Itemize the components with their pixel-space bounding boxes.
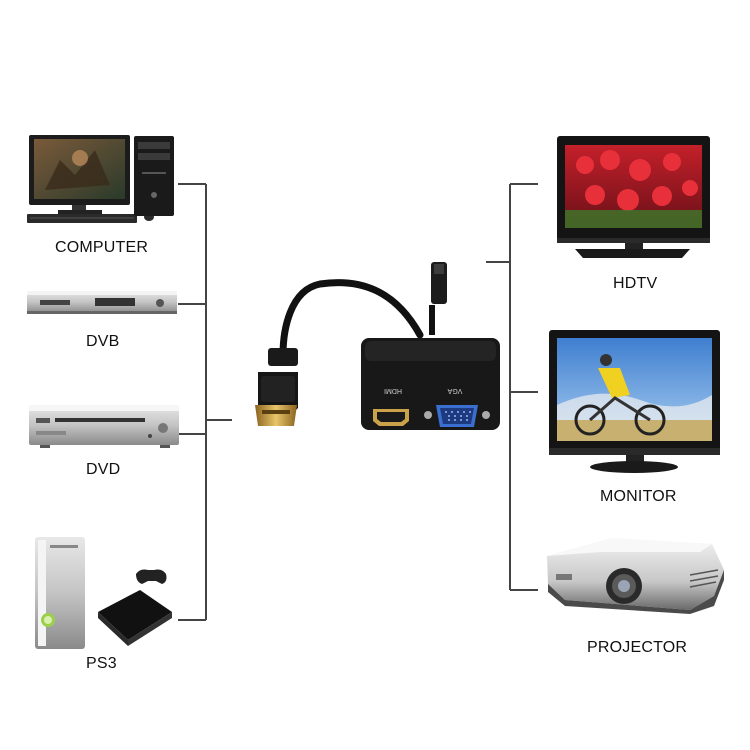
projector-icon — [547, 538, 724, 614]
hdmi-port-icon — [373, 409, 409, 426]
left-bracket — [178, 183, 232, 621]
dvb-icon — [27, 291, 177, 314]
label-computer: COMPUTER — [55, 239, 149, 256]
monitor-icon — [549, 330, 720, 473]
port-label-hdmi: HDMI — [384, 387, 402, 394]
hdmi-adapter: HDMI VGA — [255, 262, 500, 430]
hdmi-plug-icon — [255, 348, 298, 426]
label-dvd: DVD — [86, 461, 121, 478]
label-monitor: MONITOR — [600, 488, 677, 505]
ps3-icon — [35, 537, 172, 649]
dvd-icon — [29, 405, 179, 448]
computer-icon — [27, 135, 174, 223]
label-projector: PROJECTOR — [587, 639, 688, 656]
vga-port-icon — [424, 405, 490, 427]
hdtv-icon — [557, 136, 710, 258]
label-hdtv: HDTV — [613, 275, 658, 292]
label-ps3: PS3 — [86, 655, 117, 672]
port-label-vga: VGA — [447, 387, 462, 394]
label-dvb: DVB — [86, 333, 120, 350]
right-bracket — [486, 183, 538, 591]
